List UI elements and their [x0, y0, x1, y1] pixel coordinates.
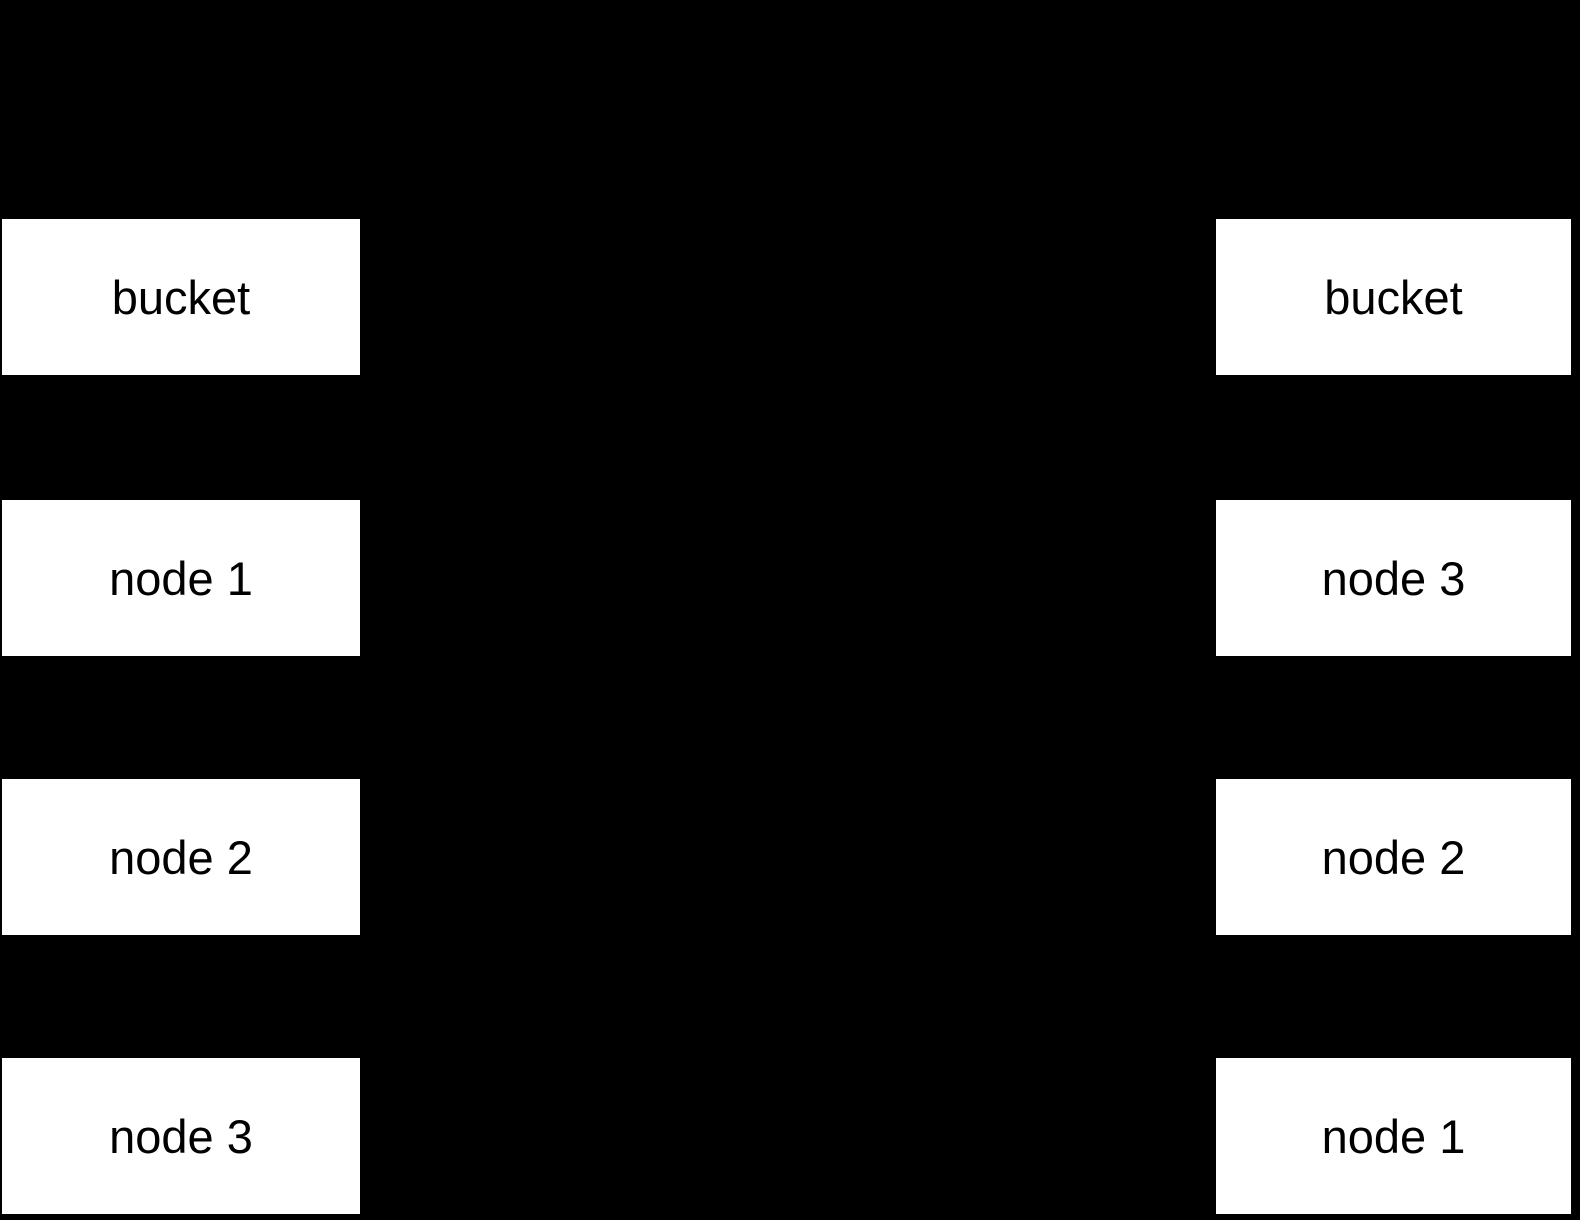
box-label: node 2: [1321, 830, 1466, 884]
right-bucket-box: bucket: [1216, 219, 1571, 375]
box-label: node 1: [1321, 1109, 1466, 1163]
box-label: node 3: [1321, 551, 1466, 605]
right-node-1-box: node 1: [1216, 1058, 1571, 1214]
right-node-3-box: node 3: [1216, 500, 1571, 656]
box-label: bucket: [111, 270, 251, 324]
box-label: node 3: [109, 1109, 253, 1163]
box-label: bucket: [1324, 270, 1463, 324]
box-label: node 2: [109, 830, 253, 884]
left-node-3-box: node 3: [2, 1058, 360, 1214]
left-bucket-box: bucket: [2, 219, 360, 375]
left-node-1-box: node 1: [2, 500, 360, 656]
box-label: node 1: [109, 551, 253, 605]
right-node-2-box: node 2: [1216, 779, 1571, 935]
left-node-2-box: node 2: [2, 779, 360, 935]
